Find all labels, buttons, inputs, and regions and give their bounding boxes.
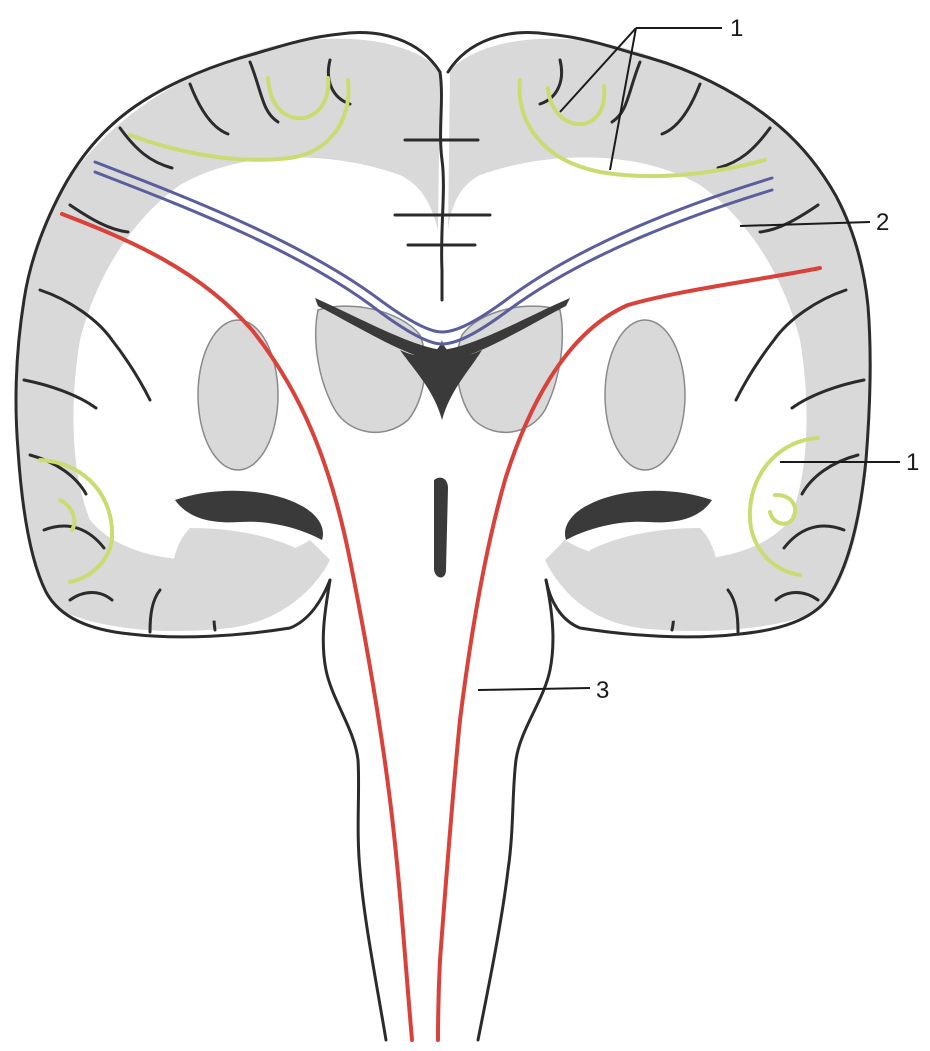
cerebral-aqueduct: [434, 478, 448, 578]
left-lentiform-nucleus: [198, 320, 278, 470]
leader-line-3: [478, 688, 590, 690]
label-2: 2: [876, 209, 889, 236]
brainstem-outline-left: [323, 580, 386, 1040]
label-1-right: 1: [906, 449, 919, 476]
right-lentiform-nucleus: [605, 320, 685, 470]
longitudinal-fissure: [440, 72, 443, 300]
brainstem-outline-right: [478, 580, 553, 1040]
label-3: 3: [596, 677, 609, 704]
label-1-top: 1: [730, 15, 743, 42]
